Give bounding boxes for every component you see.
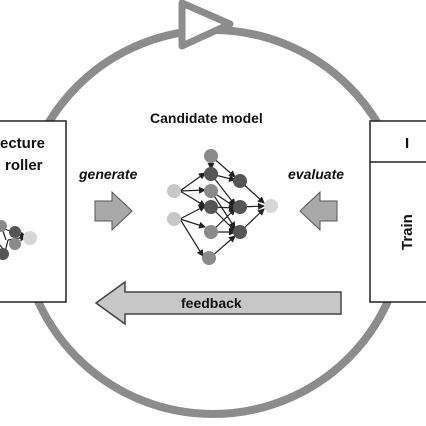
evaluate-label: evaluate bbox=[288, 166, 345, 182]
controller-box bbox=[0, 120, 67, 303]
generate-label: generate bbox=[79, 166, 138, 182]
cycle-ring bbox=[17, 26, 409, 418]
controller-title-line2: roller bbox=[5, 157, 43, 174]
trainer-body-label: Train bbox=[399, 214, 416, 250]
controller-mini-network bbox=[0, 220, 37, 260]
feedback-label: feedback bbox=[181, 295, 242, 311]
trainer-box bbox=[369, 120, 426, 303]
evaluate-arrow-icon bbox=[299, 190, 338, 232]
candidate-network bbox=[179, 155, 265, 258]
trainer-header-label: I bbox=[405, 135, 410, 152]
candidate-model-title: Candidate model bbox=[150, 110, 263, 126]
controller-title-line1: ecture bbox=[0, 135, 46, 152]
feedback-arrow-icon bbox=[94, 280, 342, 326]
cycle-arrow-icon bbox=[178, 0, 234, 50]
generate-arrow-icon bbox=[94, 190, 133, 232]
candidate-network-nodes bbox=[167, 149, 278, 265]
